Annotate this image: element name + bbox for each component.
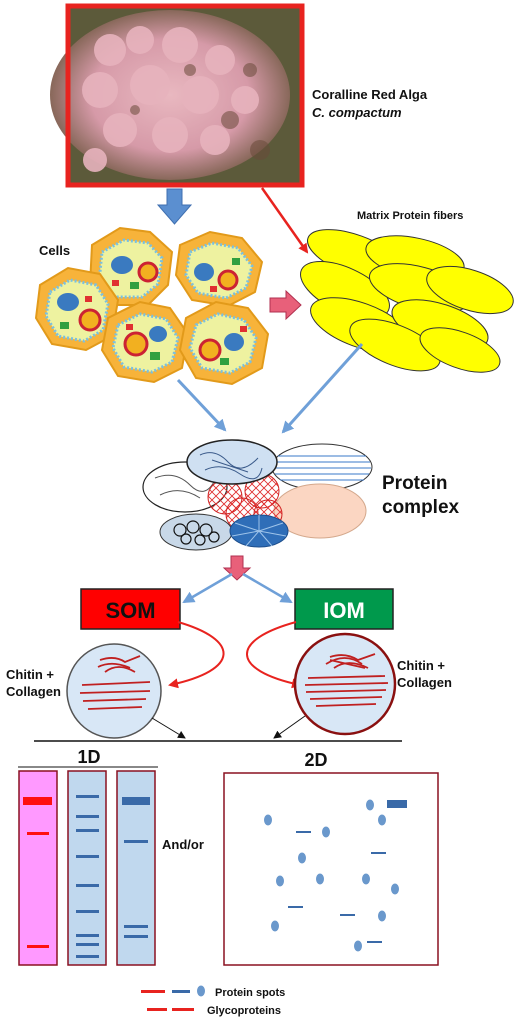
- cell: [100, 300, 190, 384]
- protein-dash: [367, 941, 382, 943]
- cell: [34, 266, 120, 352]
- band: [76, 829, 99, 832]
- arrow-right-to-analysis: [273, 715, 306, 739]
- som-box: [80, 588, 181, 630]
- band: [124, 840, 148, 843]
- gel-lane-blue-1: [67, 770, 107, 966]
- protein-spot: [316, 873, 324, 885]
- curve-som-to-left-circle: [168, 621, 225, 689]
- protein-spot: [298, 852, 306, 864]
- band: [27, 832, 49, 835]
- iom-box: [294, 588, 394, 630]
- band: [124, 925, 148, 928]
- gel-2d: [223, 772, 439, 966]
- protein-spot: [391, 883, 399, 895]
- protein-dash: [371, 852, 386, 854]
- protein-spot: [322, 826, 330, 838]
- arrow-cells-to-fibers: [269, 289, 302, 321]
- alga-photo: [50, 3, 305, 188]
- protein-spot: [276, 875, 284, 887]
- som-label: SOM: [105, 598, 155, 623]
- arrow-photo-to-cells: [156, 188, 193, 225]
- alga-species: C. compactum: [312, 105, 402, 120]
- band: [76, 943, 99, 946]
- andor-label: And/or: [162, 837, 204, 852]
- complex-label-line2: complex: [382, 497, 460, 518]
- chitin-left-line1: Chitin +: [6, 667, 54, 682]
- cell: [178, 300, 270, 386]
- cell: [174, 230, 264, 308]
- chitin-right-line2: Collagen: [397, 675, 452, 690]
- band: [76, 884, 99, 887]
- cells-cluster: [34, 226, 270, 386]
- band: [76, 955, 99, 958]
- protein-spot: [362, 873, 370, 885]
- arrow-left-to-analysis: [151, 717, 186, 739]
- iom-label: IOM: [323, 598, 365, 623]
- arrow-to-iom: [242, 572, 293, 604]
- legend: Protein spots Glycoproteins: [141, 985, 285, 1017]
- protein-spot: [378, 814, 386, 826]
- legend-glyco-label: Glycoproteins: [207, 1005, 281, 1017]
- arrow-cells-to-complex: [176, 378, 227, 432]
- band: [76, 795, 99, 798]
- chitin-right-line1: Chitin +: [397, 658, 445, 673]
- chitin-left-line2: Collagen: [6, 684, 61, 699]
- band: [124, 935, 148, 938]
- gel-1d: [18, 770, 156, 966]
- arrow-photo-to-fibers: [260, 187, 309, 254]
- protein-dash: [340, 914, 355, 916]
- protein-dash: [288, 906, 303, 908]
- band: [76, 910, 99, 913]
- legend-red-dash: [141, 990, 165, 993]
- protein-spot: [354, 940, 362, 952]
- band: [27, 945, 49, 948]
- chitin-circle-right: [293, 632, 397, 736]
- band: [76, 934, 99, 937]
- band: [76, 815, 99, 818]
- legend-glyco-dash-2: [172, 1008, 194, 1011]
- protein-spot: [378, 910, 386, 922]
- gel-2d-label: 2D: [304, 750, 327, 770]
- alga-name: Coralline Red Alga: [312, 87, 428, 102]
- legend-spot-icon: [197, 985, 205, 997]
- legend-glyco-dash-1: [147, 1008, 167, 1011]
- gel-1d-label: 1D: [77, 747, 100, 767]
- matrix-label: Matrix Protein fibers: [357, 210, 463, 222]
- protein-dash: [296, 831, 311, 833]
- protein-spot: [366, 799, 374, 811]
- chitin-circle-left: [66, 643, 162, 739]
- cells-label: Cells: [39, 243, 70, 258]
- arrow-fibers-to-complex: [281, 342, 364, 434]
- protein-dash: [387, 800, 407, 808]
- band: [122, 797, 150, 805]
- legend-blue-dash: [172, 990, 190, 993]
- band: [23, 797, 52, 805]
- cell: [88, 226, 174, 306]
- protein-spot: [264, 814, 272, 826]
- band: [76, 855, 99, 858]
- protein-spot: [271, 920, 279, 932]
- curve-iom-to-right-circle: [246, 621, 302, 689]
- arrow-to-som: [182, 572, 233, 604]
- protein-complex: [142, 439, 373, 551]
- complex-label-line1: Protein: [382, 473, 447, 494]
- matrix-fibers: [300, 229, 514, 373]
- legend-spots-label: Protein spots: [215, 987, 285, 999]
